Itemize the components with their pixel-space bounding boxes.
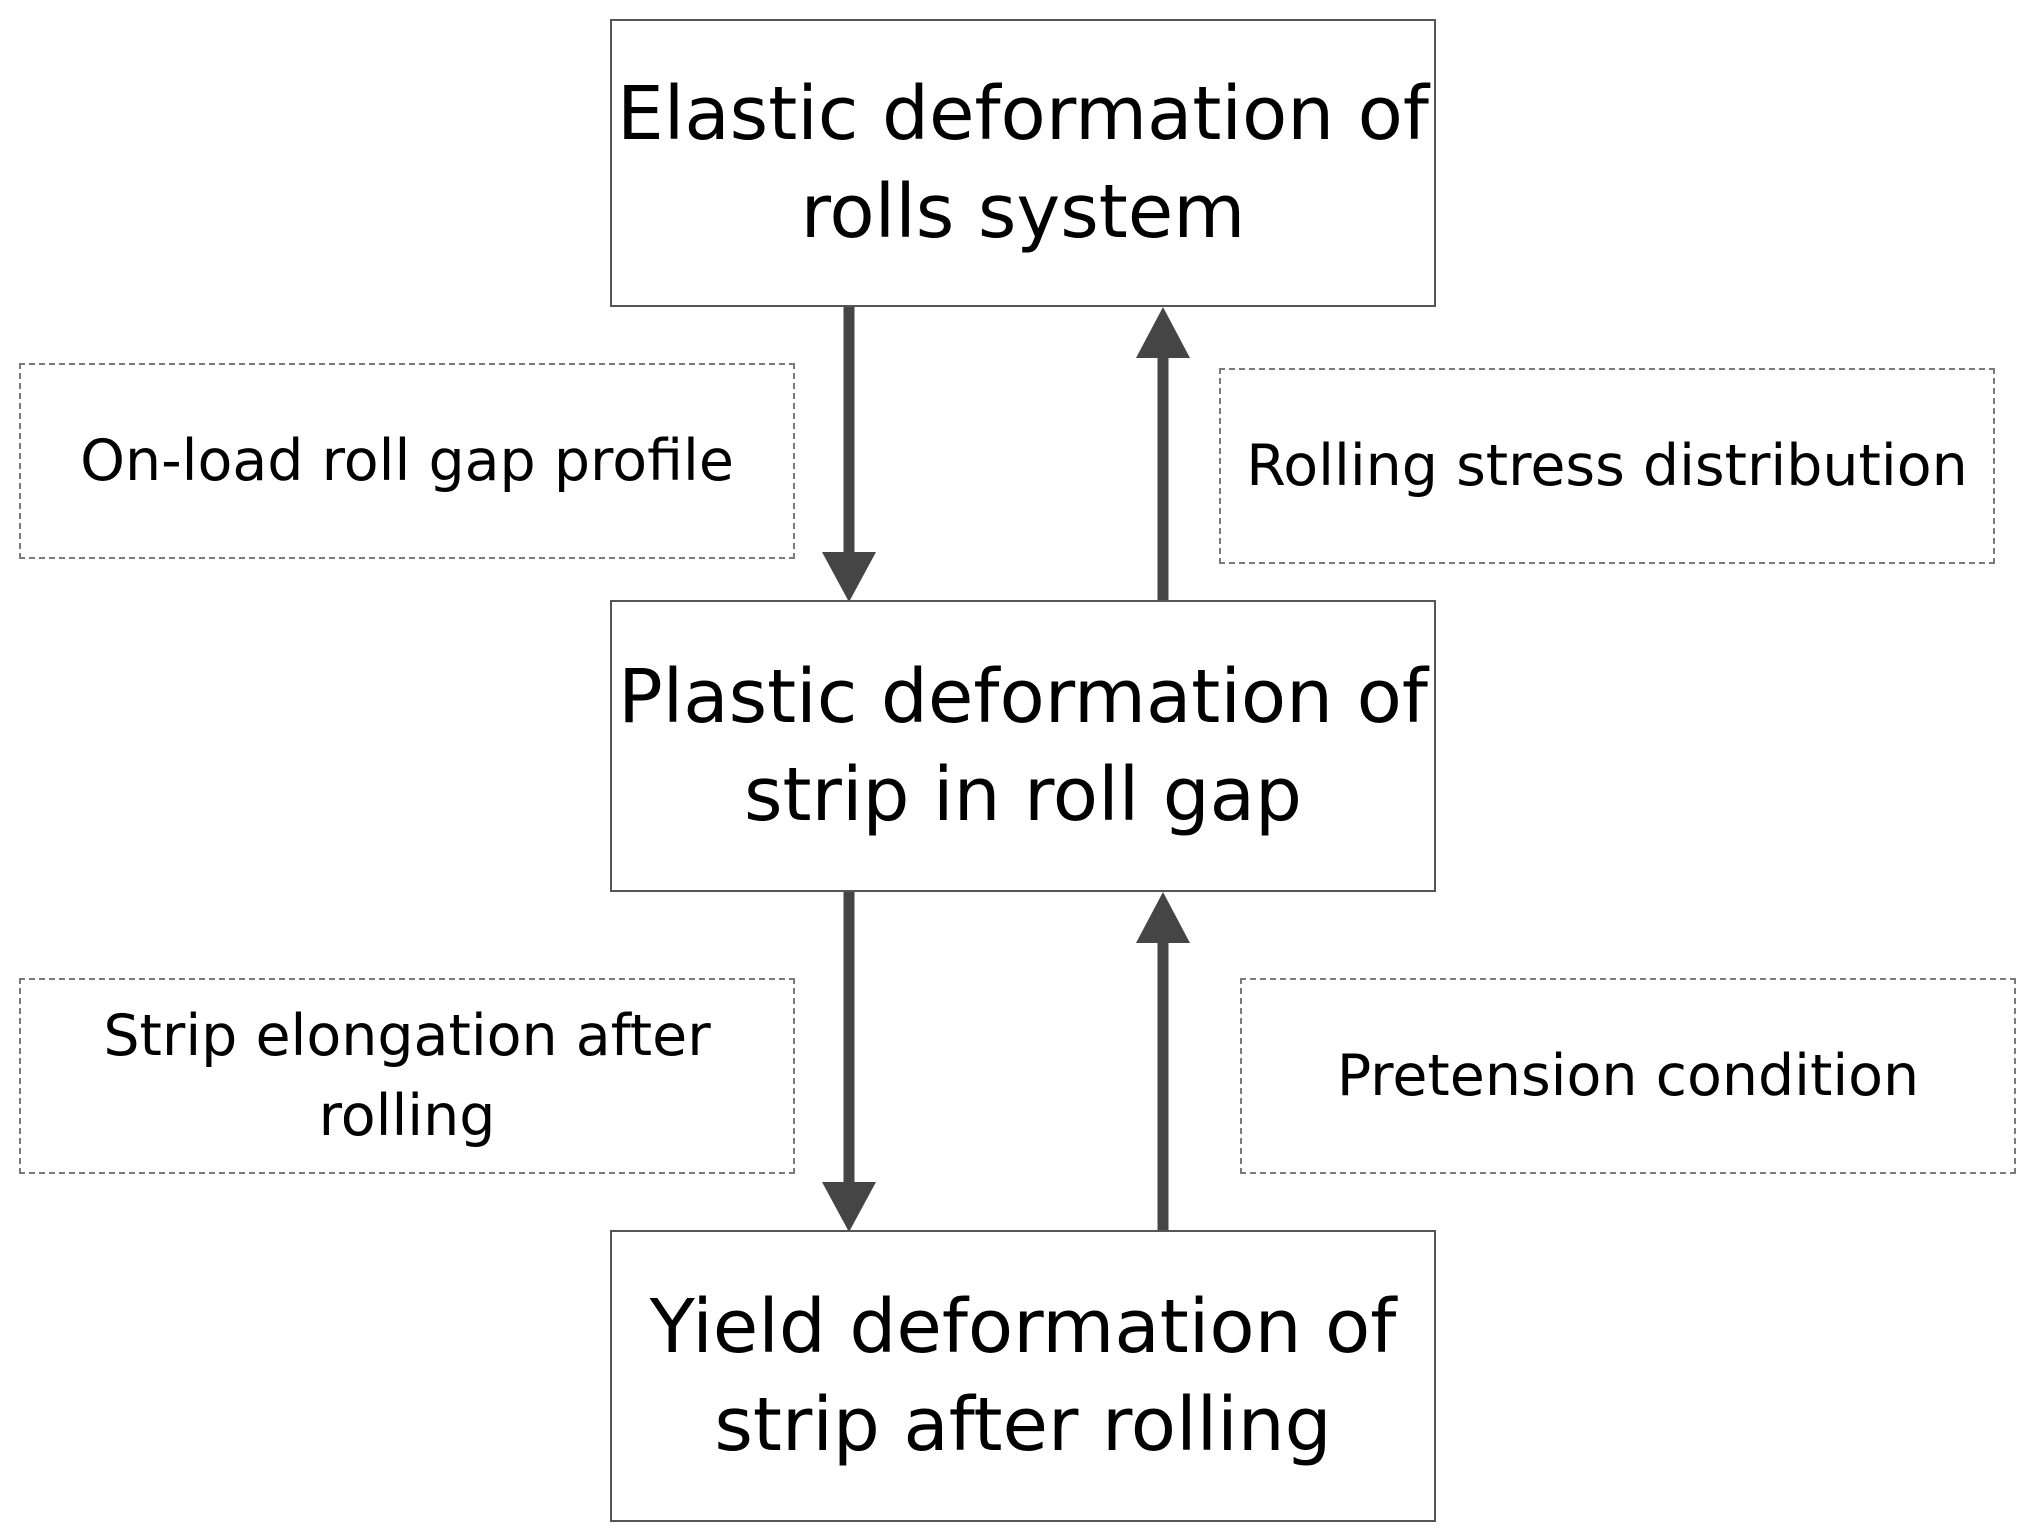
- on-load-roll-gap-profile-label: On-load roll gap profile: [19, 363, 795, 559]
- elastic-deformation-line-1: Elastic deformation of: [617, 71, 1429, 157]
- pretension-condition-text: Pretension condition: [1336, 1043, 1920, 1109]
- plastic-deformation-line-2: strip in roll gap: [743, 752, 1303, 838]
- plastic-deformation-box: Plastic deformation of strip in roll gap: [610, 600, 1436, 892]
- strip-elongation-line-1: Strip elongation after: [103, 1003, 711, 1069]
- arrow-middle-to-bottom: [822, 890, 876, 1232]
- pretension-condition-label: Pretension condition: [1240, 978, 2016, 1174]
- on-load-roll-gap-profile-text: On-load roll gap profile: [80, 428, 734, 494]
- rolling-stress-distribution-text: Rolling stress distribution: [1246, 433, 1968, 499]
- strip-elongation-label: Strip elongation after rolling: [19, 978, 795, 1174]
- plastic-deformation-line-1: Plastic deformation of: [618, 654, 1428, 740]
- strip-elongation-line-2: rolling: [318, 1083, 496, 1149]
- arrow-top-to-middle: [822, 305, 876, 602]
- elastic-deformation-box: Elastic deformation of rolls system: [610, 19, 1436, 307]
- arrow-bottom-to-middle: [1136, 892, 1190, 1232]
- yield-deformation-line-2: strip after rolling: [714, 1382, 1332, 1468]
- arrow-middle-to-top: [1136, 307, 1190, 602]
- yield-deformation-line-1: Yield deformation of: [649, 1284, 1397, 1370]
- rolling-stress-distribution-label: Rolling stress distribution: [1219, 368, 1995, 564]
- yield-deformation-box: Yield deformation of strip after rolling: [610, 1230, 1436, 1522]
- elastic-deformation-line-2: rolls system: [800, 169, 1246, 255]
